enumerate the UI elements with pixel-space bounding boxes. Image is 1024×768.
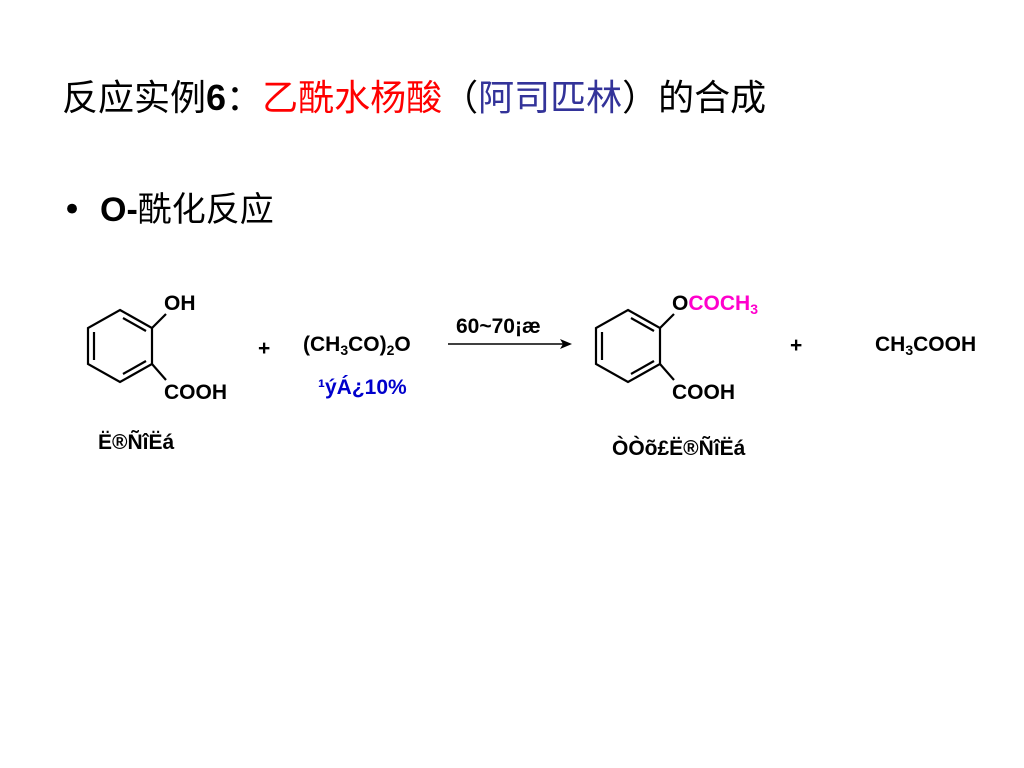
- bullet-prefix: O-: [100, 191, 138, 229]
- title-suffix: 的合成: [658, 78, 767, 119]
- product-acetoxy-group: OCOCH3: [672, 292, 758, 316]
- reactant1-oh-group: OH: [164, 292, 196, 315]
- title-prefix: 反应实例: [62, 78, 207, 119]
- title-product-name: 乙酰水杨酸: [262, 78, 443, 119]
- plus-sign-2: +: [790, 334, 803, 357]
- formula-part: COOH: [913, 333, 977, 356]
- acetic-acid-formula: CH3COOH: [875, 333, 976, 357]
- formula-part: CH: [875, 333, 906, 356]
- reactant1-label: Ë®ÑîËá: [98, 431, 175, 454]
- title-close-paren: ）: [622, 78, 659, 119]
- plus-sign-1: +: [258, 337, 271, 360]
- page-title: 反应实例6：乙酰水杨酸（阿司匹林）的合成: [62, 74, 766, 123]
- formula-subscript: 2: [386, 342, 395, 358]
- formula-subscript: 3: [340, 342, 349, 358]
- title-open-paren: （: [442, 78, 479, 119]
- product-cooh-group: COOH: [672, 381, 735, 404]
- formula-part: CO): [348, 333, 387, 356]
- title-common-name: 阿司匹林: [478, 78, 623, 119]
- salicylic-acid-ring: [86, 308, 167, 384]
- formula-subscript: 3: [905, 342, 914, 358]
- formula-part: (CH: [303, 333, 341, 356]
- title-colon: ：: [226, 78, 263, 119]
- reactant1-cooh-group: COOH: [164, 381, 227, 404]
- bullet-text: 酰化反应: [137, 190, 274, 230]
- reaction-condition: 60~70¡æ: [456, 315, 541, 338]
- product-label: ÒÒõ£Ë®ÑîËá: [612, 437, 746, 460]
- acetoxy-oxygen: O: [672, 292, 689, 315]
- bullet-dot: •: [62, 190, 83, 230]
- acetoxy-rest: COCH: [688, 292, 751, 315]
- acetic-anhydride-formula: (CH3CO)2O: [303, 333, 411, 357]
- aspirin-ring: [594, 308, 675, 384]
- reagent-note: ¹ýÁ¿10%: [318, 376, 407, 399]
- reaction-arrow-icon: [448, 339, 572, 349]
- acetoxy-subscript: 3: [750, 301, 758, 317]
- title-number: 6: [206, 77, 227, 118]
- formula-part: O: [394, 333, 411, 356]
- bullet-item: • O-酰化反应: [62, 188, 274, 232]
